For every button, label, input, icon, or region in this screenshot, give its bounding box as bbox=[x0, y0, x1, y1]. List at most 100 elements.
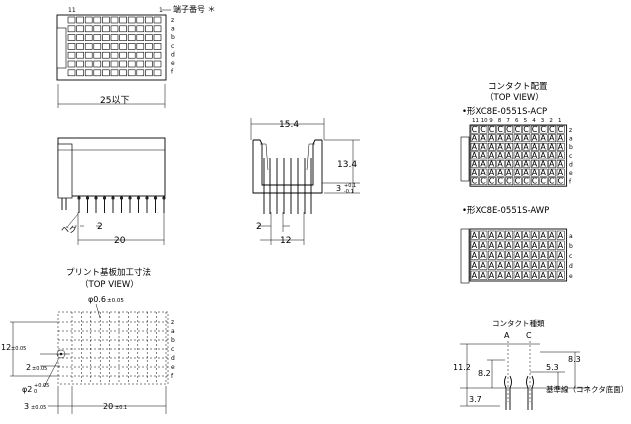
contact-cell bbox=[76, 69, 84, 77]
contact-cell bbox=[153, 69, 162, 77]
acp-cell-type: C bbox=[480, 177, 486, 186]
acp-cell bbox=[479, 168, 488, 177]
contact-cell bbox=[93, 34, 102, 41]
acp-cell-type: A bbox=[540, 160, 546, 169]
acp-cell bbox=[479, 134, 488, 143]
acp-cell bbox=[496, 134, 505, 143]
awp-cell bbox=[505, 250, 514, 260]
acp-cell bbox=[539, 134, 548, 143]
pcb-layout-section: プリント基板加工寸法 （TOP VIEW） φ0.6 ±0.05 zabcdef… bbox=[1, 267, 175, 414]
contact-layout-title: コンタクト配置 bbox=[488, 82, 548, 92]
contact-cell bbox=[102, 25, 110, 33]
contact-cell bbox=[102, 69, 110, 77]
contact-cell bbox=[76, 34, 84, 41]
acp-cell bbox=[556, 168, 565, 177]
contact-cell bbox=[67, 25, 76, 33]
contact-cell bbox=[93, 16, 102, 24]
awp-cell-type: A bbox=[523, 251, 529, 260]
acp-cell-type: A bbox=[515, 160, 521, 169]
awp-cell-type: A bbox=[515, 261, 521, 270]
contact-cell bbox=[136, 69, 145, 77]
awp-cell-type: A bbox=[497, 251, 503, 260]
acp-cell-type: A bbox=[523, 142, 529, 151]
acp-cell-type: A bbox=[480, 160, 486, 169]
awp-cell bbox=[470, 230, 479, 240]
acp-cell bbox=[496, 177, 505, 186]
column-number: 9 bbox=[489, 118, 493, 124]
acp-cell bbox=[487, 134, 496, 143]
acp-cell-type: A bbox=[532, 134, 538, 143]
contact-cell bbox=[93, 69, 102, 77]
row-label: f bbox=[171, 69, 174, 76]
acp-cell-type: A bbox=[472, 142, 478, 151]
pcb-row-label: c bbox=[171, 346, 174, 353]
awp-cell-type: A bbox=[497, 261, 503, 270]
awp-cell-type: A bbox=[472, 271, 478, 280]
acp-cell-type: A bbox=[523, 160, 529, 169]
awp-cell-type: A bbox=[480, 241, 486, 250]
acp-cell-type: C bbox=[472, 125, 478, 134]
acp-cell bbox=[505, 151, 514, 160]
contact-cell bbox=[136, 16, 145, 24]
acp-cell bbox=[522, 177, 531, 186]
acp-cell-type: C bbox=[532, 177, 538, 186]
pcb-left-dimension: 3 bbox=[24, 402, 29, 411]
acp-cell bbox=[479, 177, 488, 186]
hole-tolerance: ±0.05 bbox=[107, 298, 124, 304]
contact-cell bbox=[127, 69, 136, 77]
awp-cell bbox=[496, 240, 505, 250]
awp-cell-type: A bbox=[497, 231, 503, 240]
acp-cell bbox=[556, 177, 565, 186]
acp-cell-type: A bbox=[549, 142, 555, 151]
peg-dimension: φ2 bbox=[22, 385, 32, 394]
acp-cell-type: A bbox=[480, 134, 486, 143]
acp-row-label: f bbox=[569, 179, 572, 186]
pitch-dimension: 2 bbox=[97, 222, 103, 232]
awp-cell-type: A bbox=[540, 251, 546, 260]
acp-cell-type: C bbox=[515, 177, 521, 186]
contact-type-c: C bbox=[526, 331, 532, 340]
contact-cell bbox=[119, 69, 127, 77]
column-number: 3 bbox=[541, 118, 545, 124]
pcb-hole-grid bbox=[58, 312, 168, 384]
contact-cell bbox=[76, 43, 84, 50]
row-label: z bbox=[171, 17, 174, 24]
acp-cell bbox=[513, 142, 522, 151]
column-number: 8 bbox=[498, 118, 502, 124]
pin-number-1: 1 bbox=[159, 7, 163, 14]
acp-cell bbox=[487, 151, 496, 160]
awp-cell bbox=[470, 250, 479, 260]
awp-cell bbox=[539, 270, 548, 280]
contact-cell bbox=[84, 34, 93, 41]
acp-cell-type: A bbox=[506, 142, 512, 151]
reference-line-label: 基準線（コネクタ底面） bbox=[546, 384, 628, 394]
contact-cell bbox=[127, 16, 136, 24]
awp-cell-type: A bbox=[540, 271, 546, 280]
acp-cell bbox=[513, 168, 522, 177]
acp-cell-type: C bbox=[489, 177, 495, 186]
acp-row-label: b bbox=[569, 144, 573, 151]
contact-cell bbox=[127, 43, 136, 50]
awp-cell-type: A bbox=[549, 271, 555, 280]
acp-cell bbox=[530, 160, 539, 168]
awp-cell-type: A bbox=[532, 261, 538, 270]
acp-cell-type: C bbox=[532, 125, 538, 134]
contact-cell bbox=[127, 51, 136, 59]
awp-cell-type: A bbox=[515, 241, 521, 250]
acp-cell bbox=[479, 142, 488, 151]
acp-cell-type: A bbox=[506, 134, 512, 143]
acp-cell bbox=[539, 125, 548, 134]
awp-cell bbox=[556, 230, 565, 240]
awp-row-label: c bbox=[569, 253, 572, 260]
acp-cell-type: A bbox=[532, 151, 538, 160]
pcb-height-dimension: 12 bbox=[1, 343, 11, 352]
awp-cell-type: A bbox=[532, 231, 538, 240]
peg-label: ペグ bbox=[61, 224, 77, 234]
acp-cell bbox=[487, 142, 496, 151]
terminal-number-label: 端子番号 ＊ bbox=[173, 4, 216, 14]
